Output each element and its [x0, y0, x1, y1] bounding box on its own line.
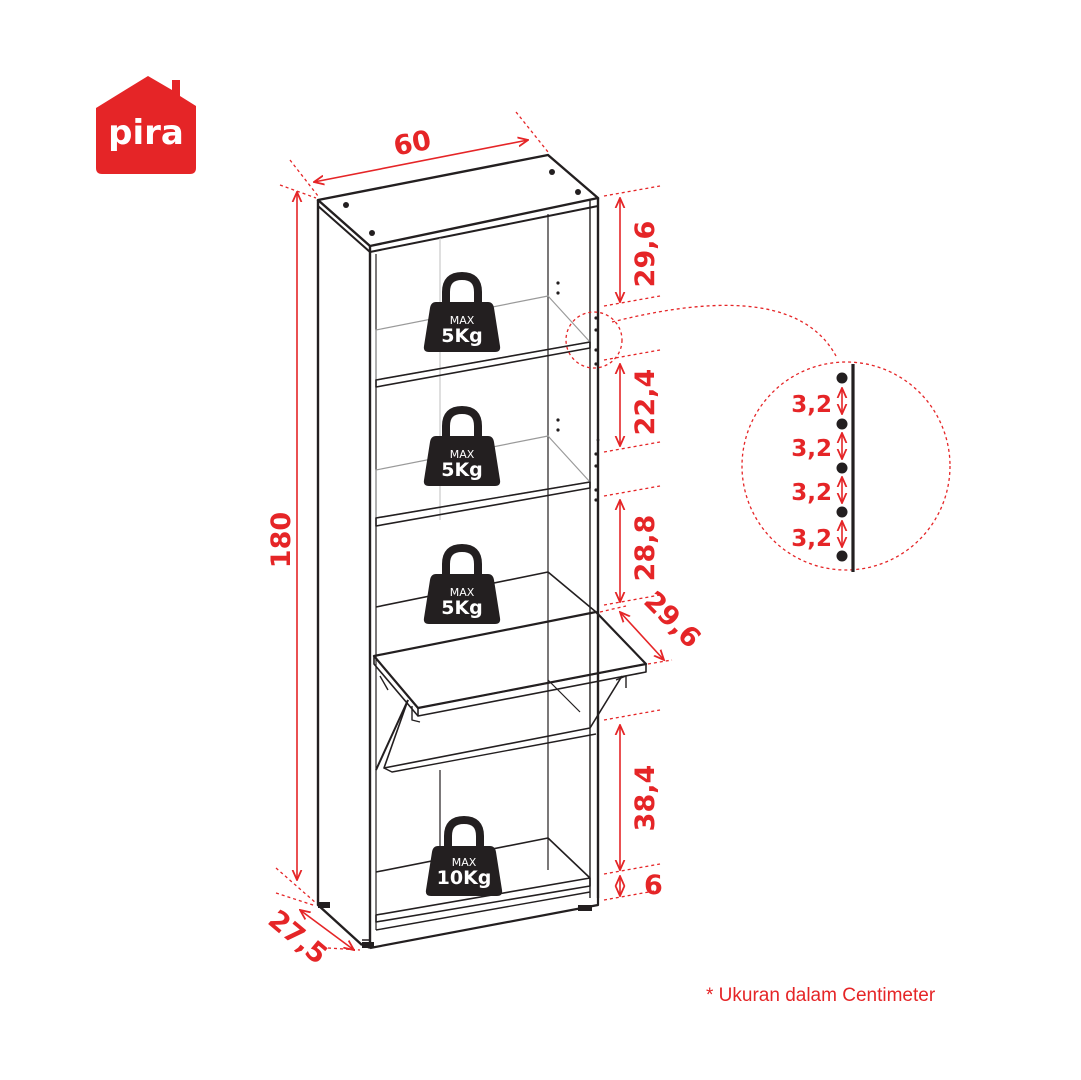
depth-label: 27,5 [262, 904, 333, 971]
weight-icon-shelf-1: MAX 5Kg [424, 276, 500, 352]
shelf-gap-1-label: 29,6 [630, 221, 661, 288]
plinth-label: 6 [644, 870, 663, 901]
weight-value: 5Kg [441, 597, 483, 619]
weight-max-label: MAX [450, 448, 475, 461]
width-label: 60 [391, 125, 434, 163]
weight-value: 10Kg [437, 867, 492, 889]
weight-value: 5Kg [441, 459, 483, 481]
logo-text: pira [108, 113, 184, 153]
weight-max-label: MAX [450, 586, 475, 599]
hole-spacing-4-label: 3,2 [791, 526, 832, 552]
pira-logo: pira [96, 76, 196, 174]
height-label: 180 [266, 512, 297, 568]
width-dimension: 60 [289, 111, 549, 197]
hole-spacing-1-label: 3,2 [791, 392, 832, 418]
flap-depth-label: 29,6 [637, 585, 706, 654]
flap-depth-dimension: 29,6 [599, 585, 707, 665]
shelf-gap-dimensions: 29,6 22,4 28,8 38,4 6 [603, 185, 663, 901]
hole-spacing-3-label: 3,2 [791, 480, 832, 506]
shelf-gap-2-label: 22,4 [630, 369, 661, 436]
shelf-pin-detail: 3,2 3,2 3,2 3,2 [565, 304, 951, 572]
weight-max-label: MAX [452, 856, 477, 869]
weight-icon-bottom: MAX 10Kg [426, 820, 502, 896]
hole-spacing-2-label: 3,2 [791, 436, 832, 462]
weight-icon-shelf-3: MAX 5Kg [424, 548, 500, 624]
weight-value: 5Kg [441, 325, 483, 347]
weight-icon-shelf-2: MAX 5Kg [424, 410, 500, 486]
units-note: * Ukuran dalam Centimeter [706, 985, 936, 1006]
depth-dimension: 27,5 [262, 892, 361, 971]
shelf-gap-3-label: 28,8 [630, 515, 661, 582]
weight-max-label: MAX [450, 314, 475, 327]
shelf-gap-4-label: 38,4 [630, 765, 661, 832]
height-dimension: 180 [266, 184, 317, 904]
